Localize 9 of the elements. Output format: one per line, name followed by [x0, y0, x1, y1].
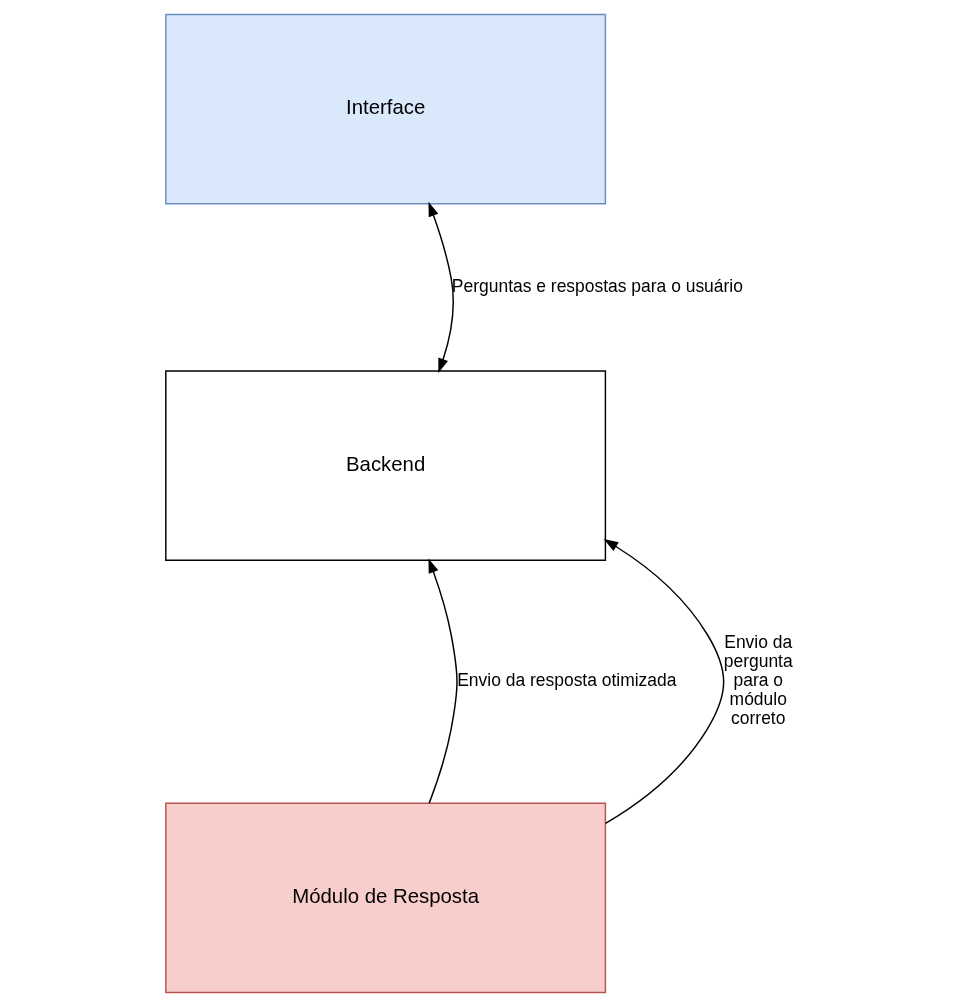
edge-label: Perguntas e respostas para o usuário [451, 275, 743, 296]
edge-label: Envio da pergunta para o módulo correto [723, 632, 793, 729]
node-box: Módulo de Resposta [164, 802, 606, 994]
node-box: Backend [164, 370, 606, 561]
arrow [427, 558, 458, 804]
edge-label: Envio da resposta otimizada [456, 670, 676, 691]
arrow [427, 201, 454, 374]
node-box: Interface [164, 13, 606, 205]
arrow [603, 539, 724, 825]
